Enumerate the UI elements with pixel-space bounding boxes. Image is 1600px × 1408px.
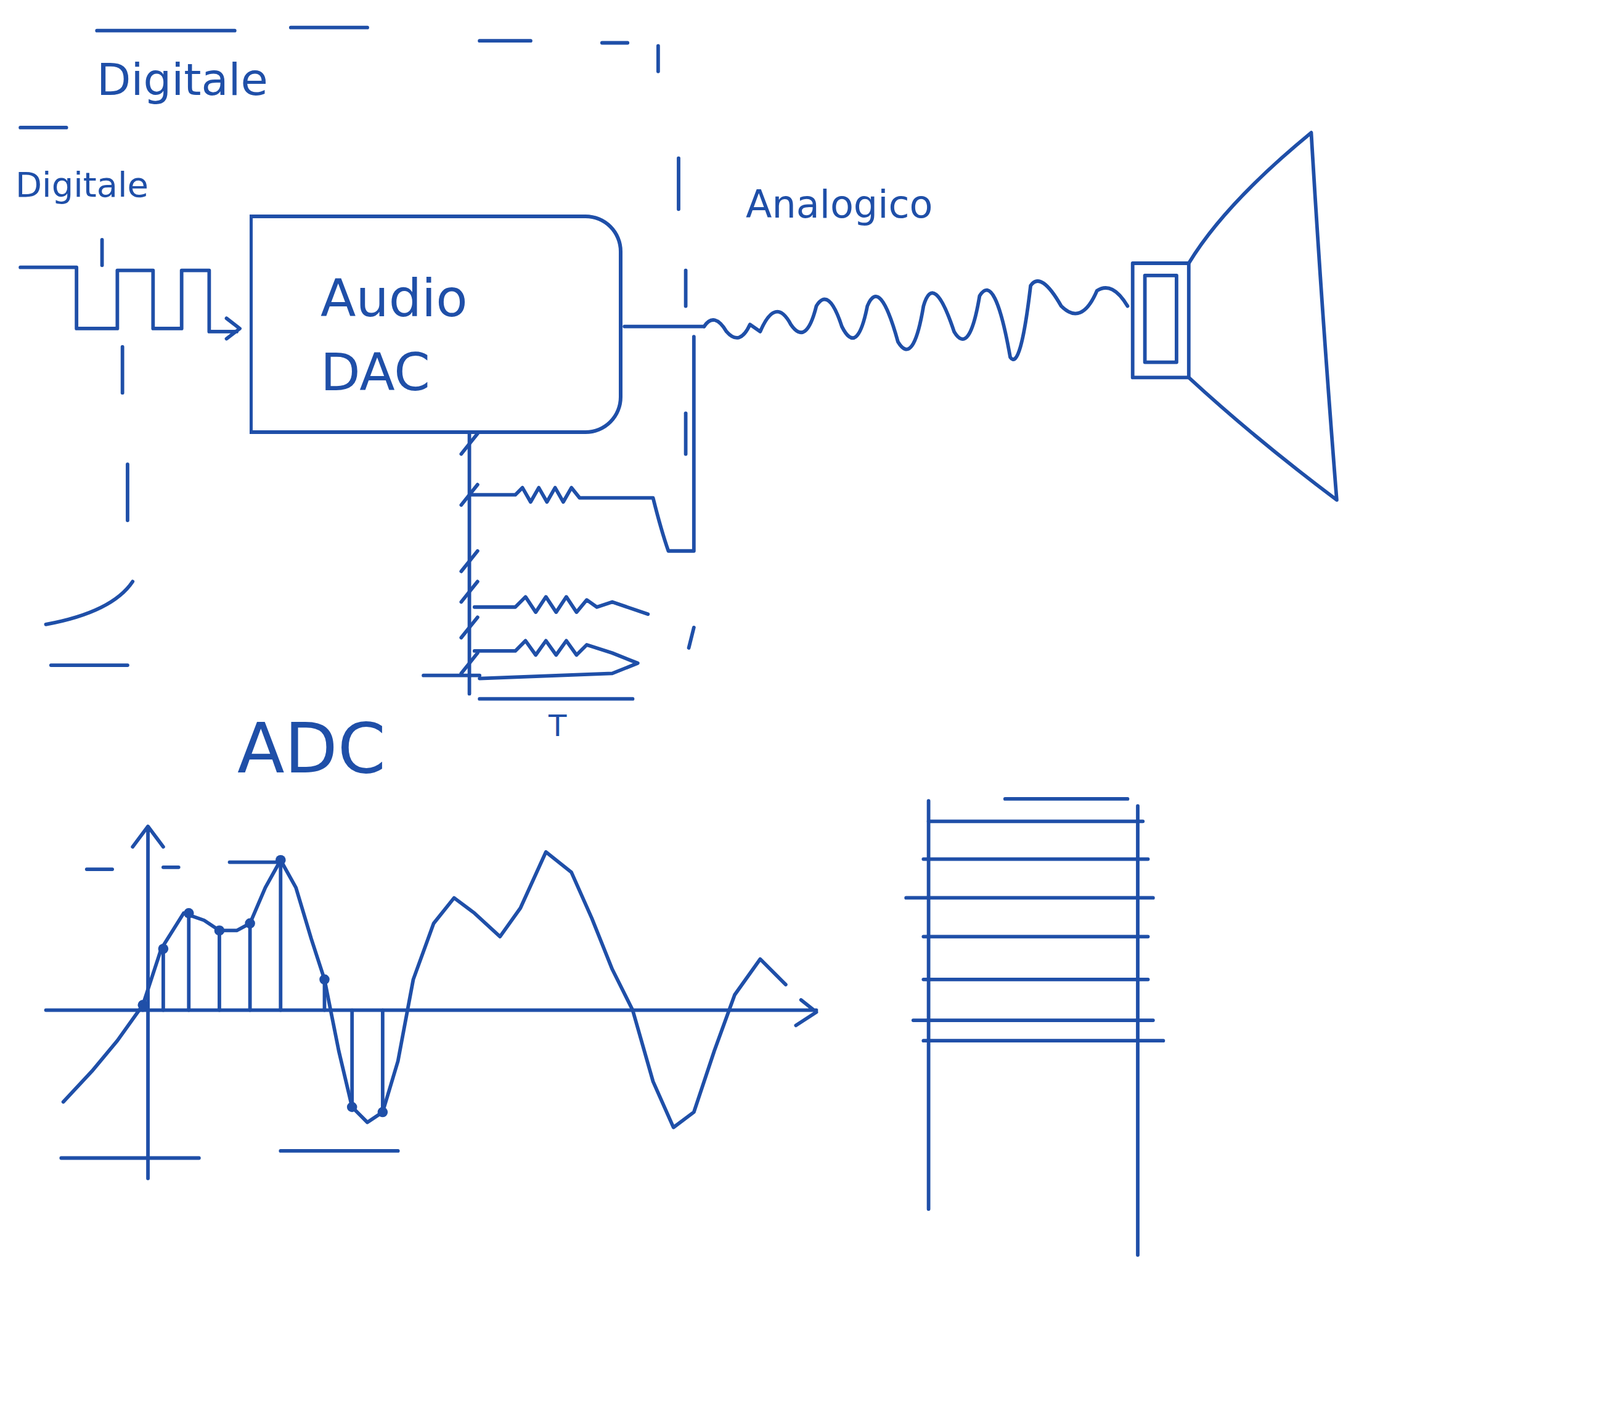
square-wave — [20, 267, 240, 339]
speaker-symbol — [1132, 132, 1337, 500]
signal-label: Analogico — [745, 182, 933, 227]
resistor-ladder — [423, 336, 694, 699]
dashed-frame — [20, 27, 694, 666]
analog-waveform — [703, 281, 1128, 360]
period-label: T — [548, 708, 567, 743]
section-title: ADC — [237, 708, 386, 789]
node-text: Audio DAC — [320, 261, 524, 410]
output-wire — [624, 324, 704, 329]
region-label: Digitale — [96, 54, 269, 106]
region-label: Digitale — [15, 165, 149, 205]
sampling-chart — [46, 826, 817, 1179]
dac-box: Audio DAC — [249, 214, 623, 434]
quantization-levels — [906, 798, 1164, 1255]
